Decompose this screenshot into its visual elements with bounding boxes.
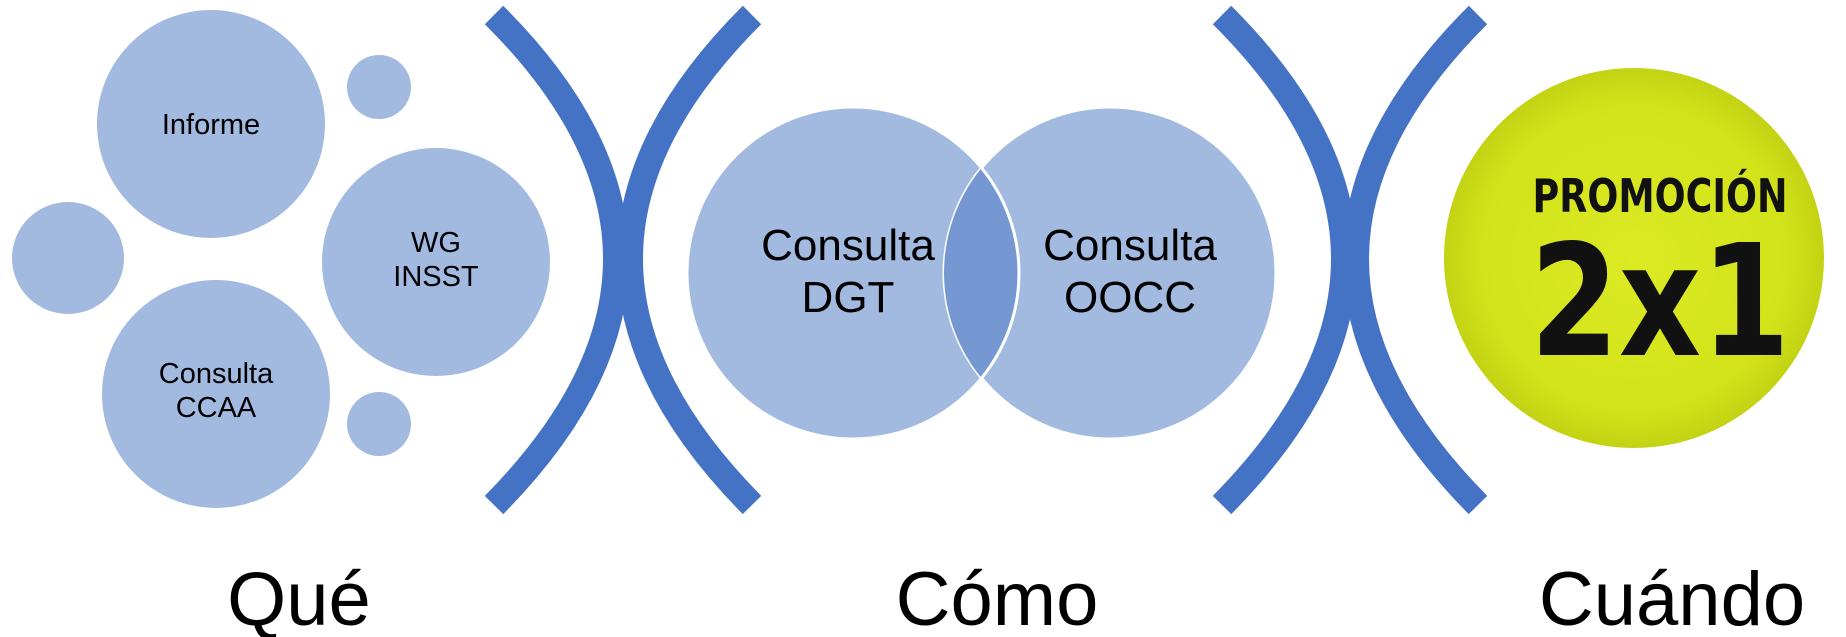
bracket-open-3: [1343, 5, 1488, 515]
bracket-close-1: [484, 5, 629, 515]
bubble-wg-insst-label-line: INSST: [393, 261, 479, 293]
promo-badge-main-text: 2x1: [1530, 211, 1790, 392]
cuando-section: PROMOCIÓN 2x1: [1444, 68, 1824, 448]
bubble-consulta-ccaa-label-line: Consulta: [159, 358, 274, 390]
bubble-consulta-ccaa: [102, 280, 330, 508]
venn-label-dgt-line: Consulta: [761, 221, 935, 270]
bubble-consulta-ccaa-label-line: CCAA: [176, 392, 257, 424]
venn-circle-dgt: [687, 107, 1019, 439]
heading-como: Cómo: [896, 557, 1099, 637]
venn-label-dgt-line: DGT: [802, 273, 895, 322]
venn-label-oocc-line: OOCC: [1064, 273, 1196, 322]
bubble-informe-label-line: Informe: [162, 109, 260, 141]
bubble-informe: [97, 10, 325, 238]
bubble-small-left: [12, 202, 124, 314]
bubble-small-bottom: [347, 392, 411, 456]
bubble-wg-insst-label-line: WG: [411, 227, 461, 259]
venn-circle-dgt-outline: [685, 105, 1021, 441]
promo-badge: [1444, 68, 1824, 448]
heading-que: Qué: [227, 557, 371, 637]
bubble-wg-insst: [322, 148, 550, 376]
bubble-small-top: [347, 55, 411, 119]
heading-cuando: Cuándo: [1539, 557, 1805, 637]
promo-badge-top-text: PROMOCIÓN: [1533, 169, 1788, 223]
bracket-open-2: [617, 5, 762, 515]
bubble-informe-label: Informe: [162, 109, 260, 141]
venn-label-oocc-line: Consulta: [1043, 221, 1217, 270]
